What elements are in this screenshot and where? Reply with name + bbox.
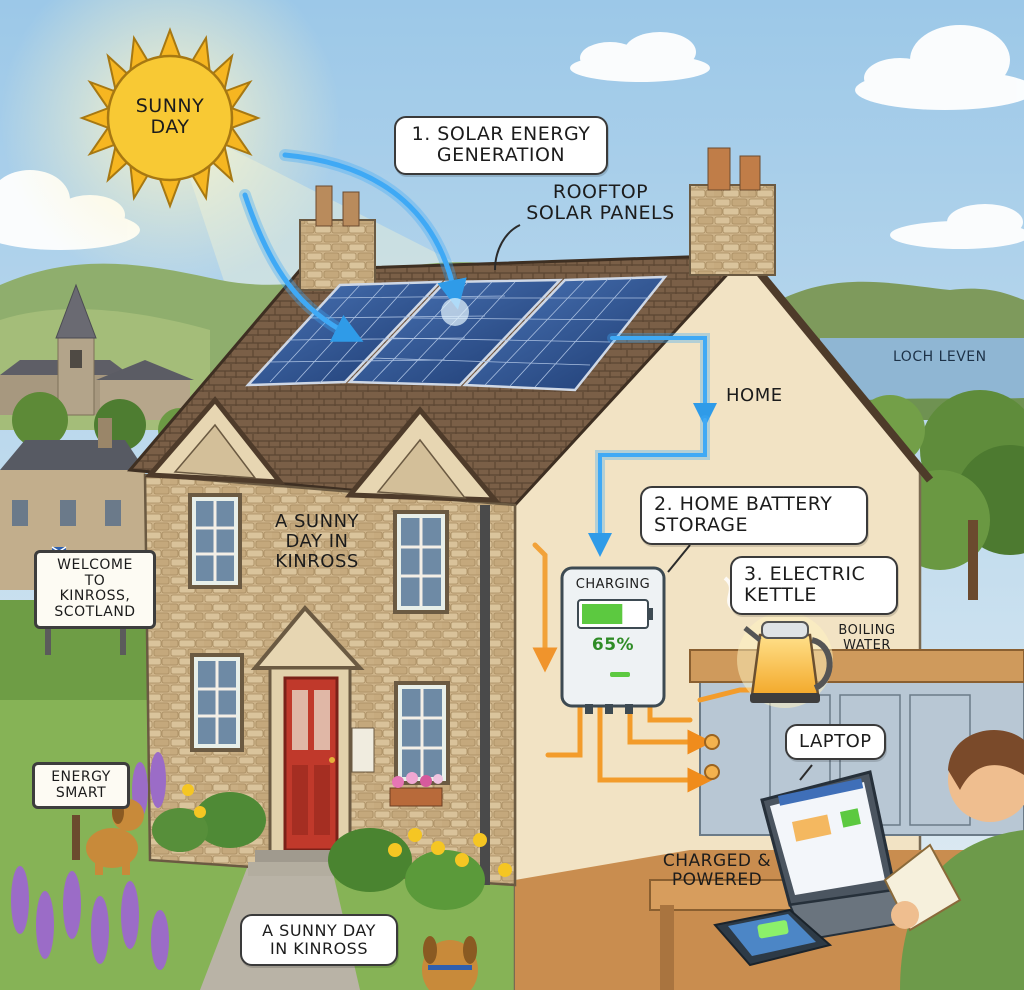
desk-leg (660, 905, 674, 990)
panel-sparkle (441, 298, 469, 326)
charged-powered-label: CHARGED & POWERED (652, 852, 782, 890)
solar-generation-callout: 1. SOLAR ENERGY GENERATION (394, 116, 608, 175)
bottom-caption: A SUNNY DAY IN KINROSS (240, 914, 398, 966)
boiling-water-label: BOILING WATER (822, 624, 912, 653)
welcome-sign: WELCOME TO KINROSS, SCOTLAND (34, 550, 156, 629)
electric-kettle (737, 612, 833, 708)
outlet-1 (705, 735, 719, 749)
laptop-callout: LAPTOP (785, 724, 886, 760)
energy-sign-post (72, 815, 80, 860)
home-label: HOME (726, 386, 783, 406)
rooftop-panels-label: ROOFTOP SOLAR PANELS (518, 182, 683, 225)
sun-label: SUNNY DAY (118, 96, 222, 139)
second-dog-icon (422, 936, 478, 990)
house-plaque (352, 728, 374, 772)
house-text: A SUNNY DAY IN KINROSS (262, 512, 372, 572)
flower-box (390, 772, 443, 806)
loch-leven-label: LOCH LEVEN (893, 350, 987, 366)
battery-level: 65% (568, 636, 658, 655)
drainpipe (480, 505, 490, 885)
outlet-2 (705, 765, 719, 779)
battery-status: CHARGING (568, 578, 658, 593)
kettle-callout: 3. ELECTRIC KETTLE (730, 556, 898, 615)
battery-storage-callout: 2. HOME BATTERY STORAGE (640, 486, 868, 545)
energy-smart-sign: ENERGY SMART (32, 762, 130, 809)
